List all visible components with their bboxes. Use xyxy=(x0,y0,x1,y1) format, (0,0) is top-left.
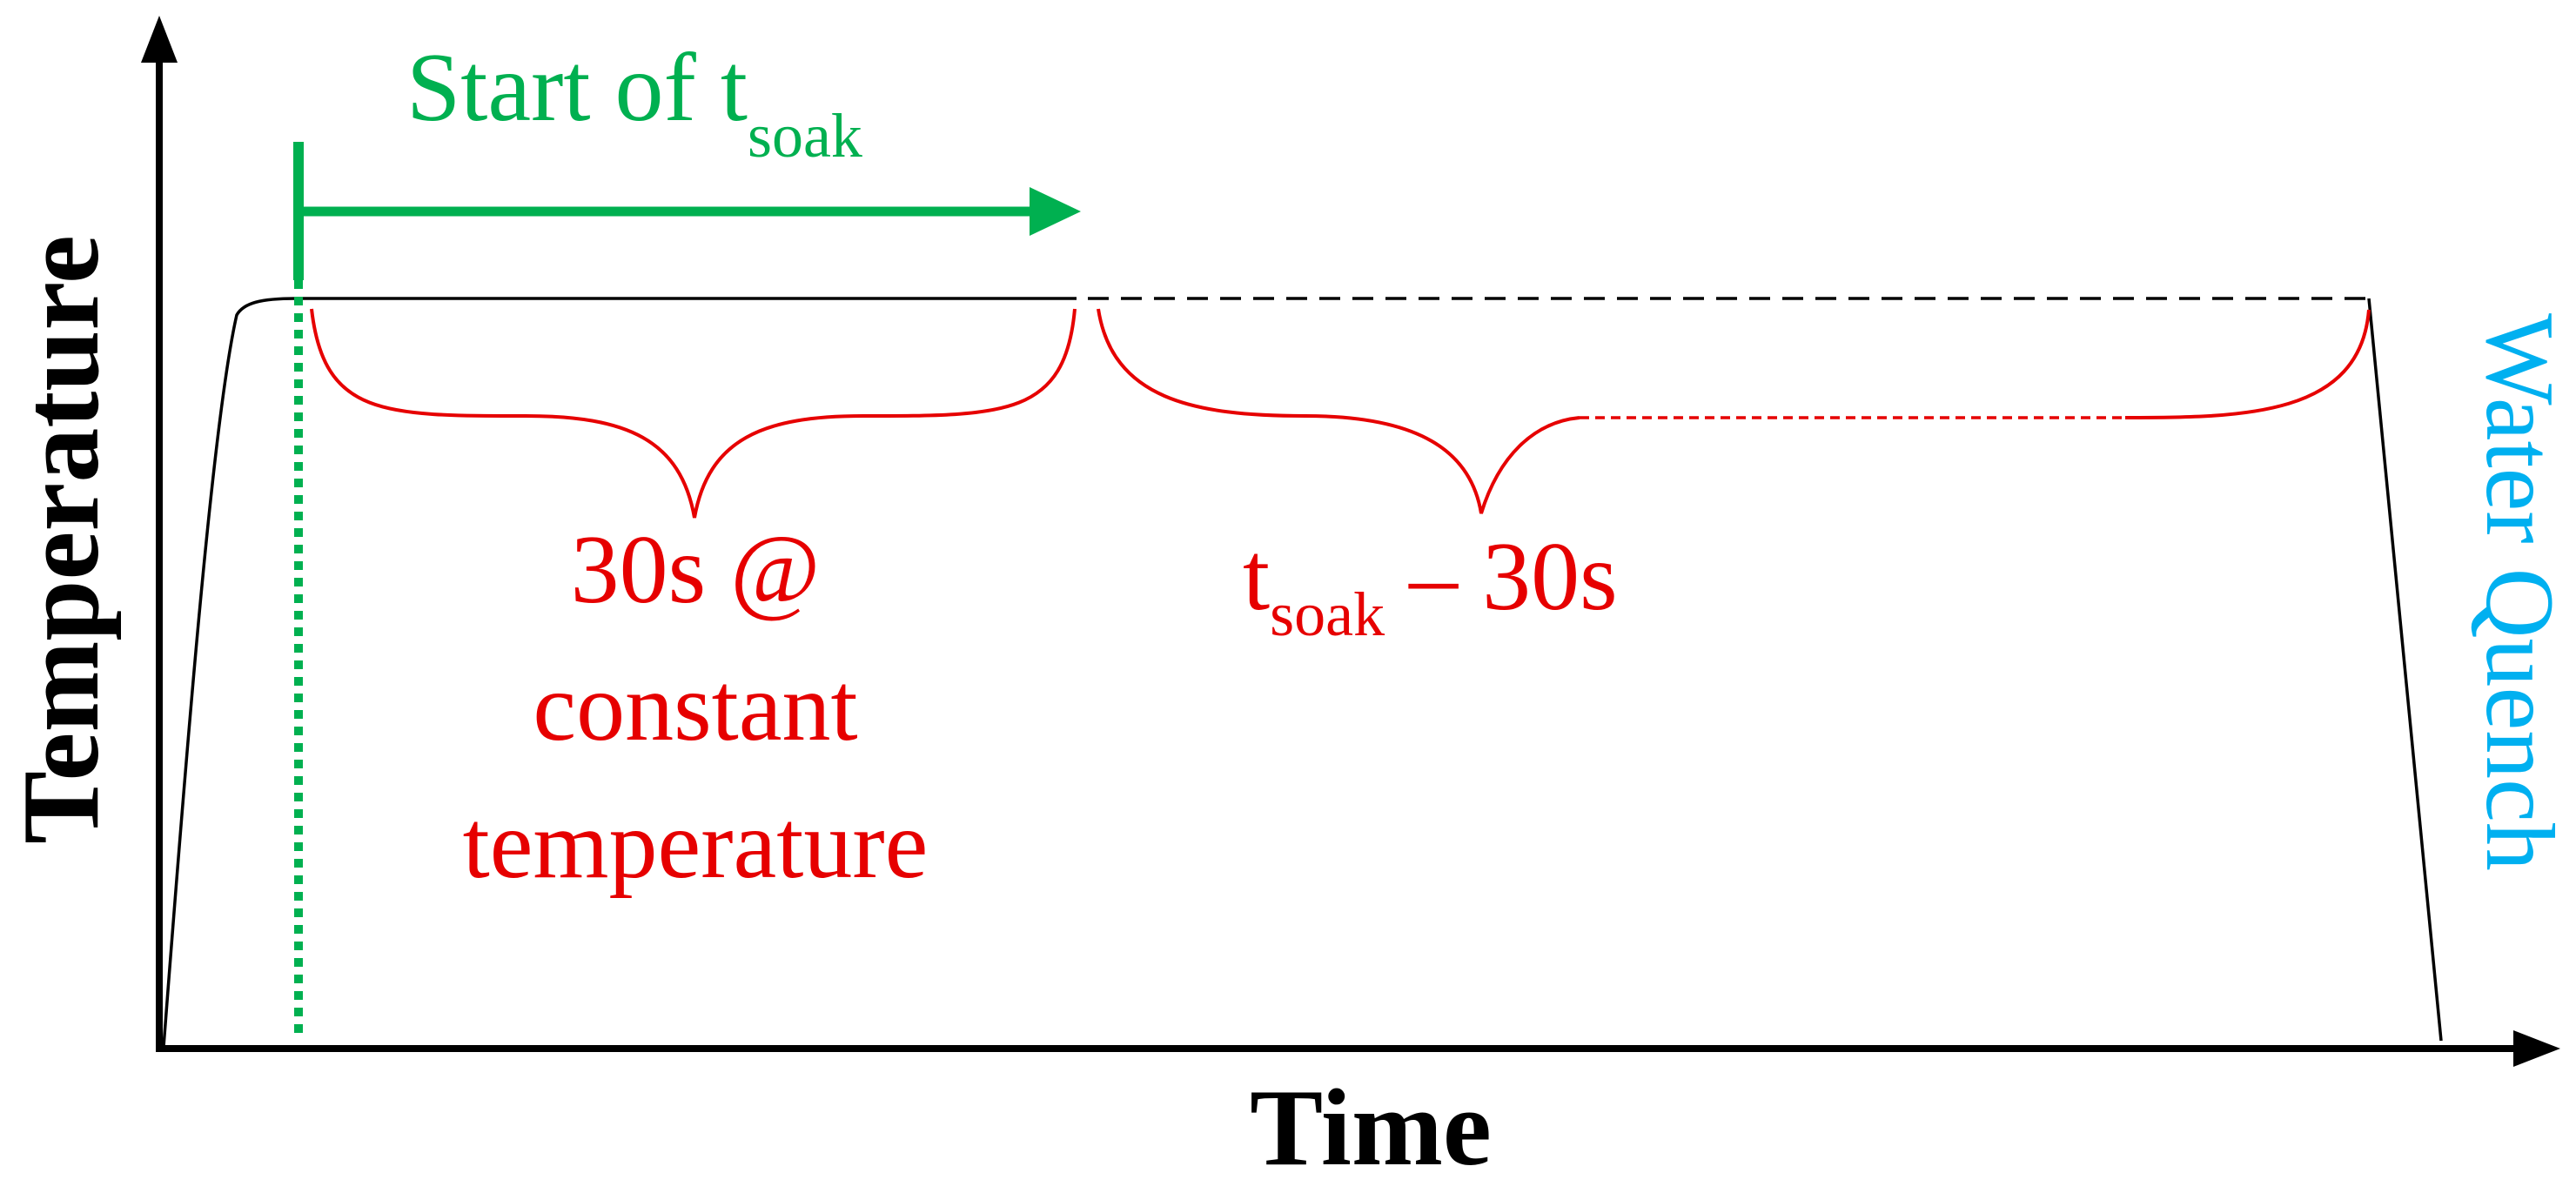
second-interval-label-suffix: – 30s xyxy=(1385,523,1618,631)
first-interval-label-line-2: constant xyxy=(533,653,857,761)
first-interval-label-line-1: 30s @ xyxy=(571,516,821,624)
heating-ramp xyxy=(162,297,297,1048)
start-soak-label: Start of tsoak xyxy=(406,34,862,171)
braces xyxy=(310,308,2371,519)
brace-first-interval xyxy=(310,308,1077,519)
interval-labels: 30s @ constant temperature tsoak – 30s xyxy=(463,516,1618,899)
second-interval-label: tsoak – 30s xyxy=(1243,523,1618,649)
y-axis-arrowhead xyxy=(141,16,178,63)
start-soak-label-subscript: soak xyxy=(748,101,862,171)
brace-second-interval-left xyxy=(1097,308,1580,514)
y-axis-label: Temperature xyxy=(1,235,122,844)
quench-drop xyxy=(2367,298,2443,1042)
axes xyxy=(141,16,2560,1067)
second-interval-label-subscript: soak xyxy=(1270,580,1385,649)
first-interval-label-line-3: temperature xyxy=(463,791,929,899)
brace-second-interval-right xyxy=(2124,309,2371,419)
temperature-profile xyxy=(162,297,2443,1048)
x-axis-arrowhead xyxy=(2513,1030,2560,1067)
x-axis-label: Time xyxy=(1250,1068,1492,1189)
start-soak-arrowhead xyxy=(1030,187,1081,236)
start-soak-marker: Start of tsoak xyxy=(293,34,1081,1037)
water-quench-label: Water Quench xyxy=(2465,313,2573,871)
